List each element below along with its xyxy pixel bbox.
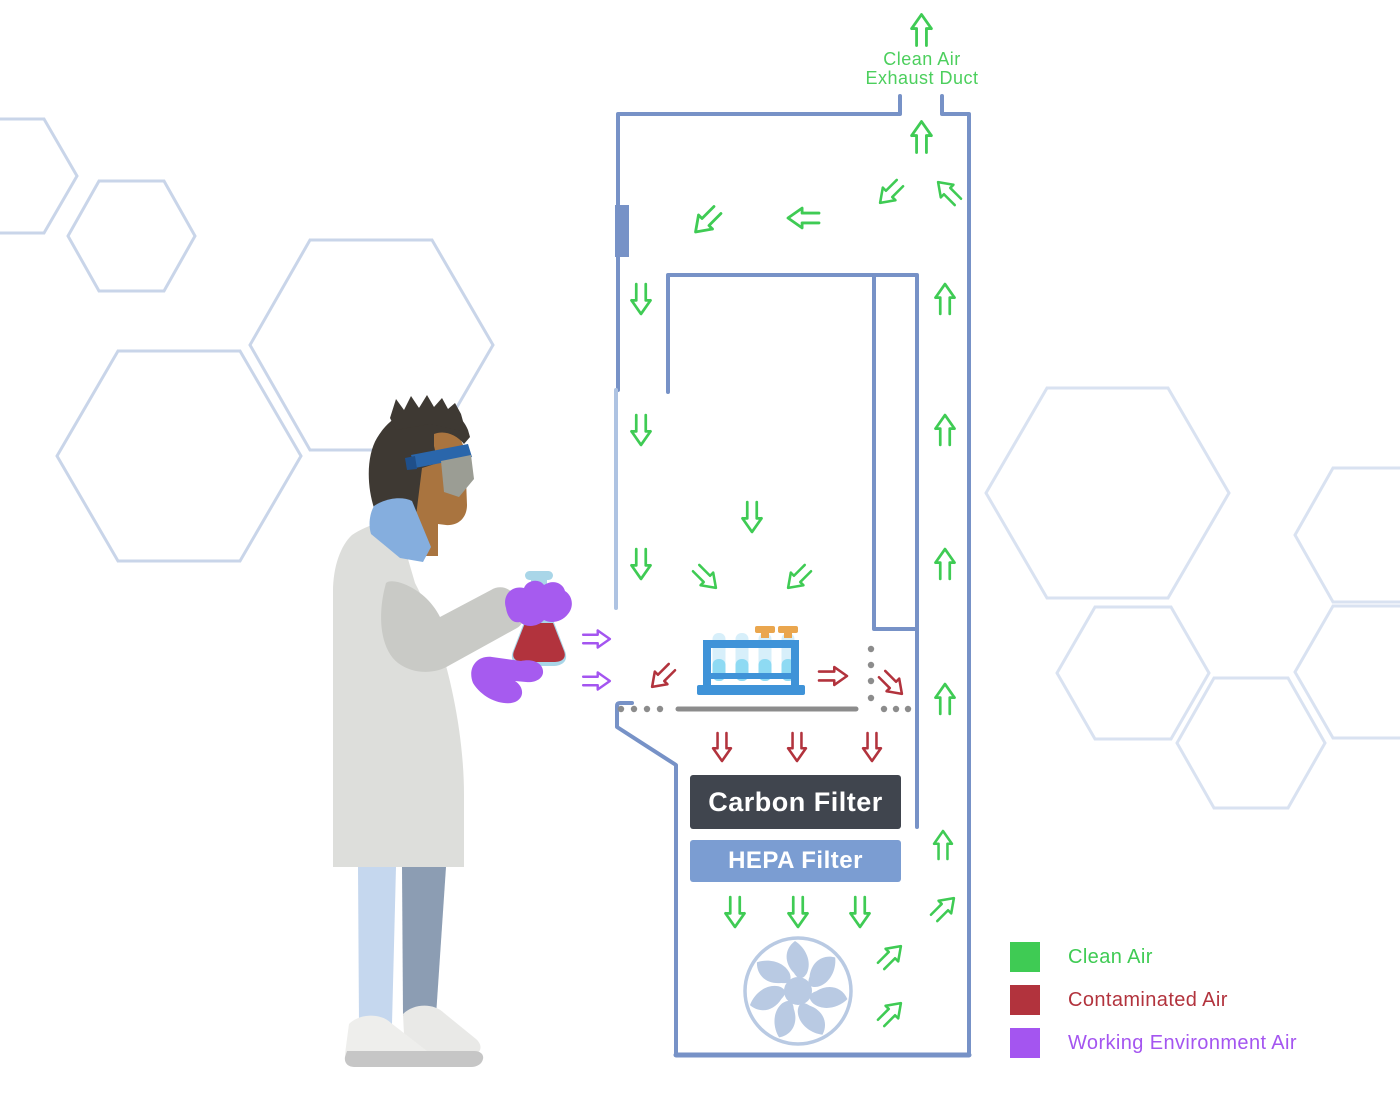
duct-label-line1: Clean Air xyxy=(883,49,961,69)
legend-label: Clean Air xyxy=(1068,946,1153,968)
carbon-filter-box: Carbon Filter xyxy=(690,775,901,829)
working-environment-air-swatch xyxy=(1010,1028,1040,1058)
scientist xyxy=(333,395,572,1067)
test-tube-rack-icon xyxy=(697,626,805,695)
leg-back xyxy=(402,867,446,1016)
cabinet-right-wall xyxy=(940,94,971,1057)
glove-upper xyxy=(505,580,572,626)
cabinet xyxy=(614,94,972,1058)
safety-goggles-lens xyxy=(441,455,474,497)
cabinet-lower-front xyxy=(615,701,678,1057)
legend-item-working-environment-air: Working Environment Air xyxy=(1010,1028,1297,1058)
leg-front xyxy=(358,867,396,1024)
inner-baffle xyxy=(666,273,919,829)
coat-sleeve xyxy=(381,581,524,672)
lab-coat xyxy=(333,518,464,867)
clean-air-swatch xyxy=(1010,942,1040,972)
safety-goggles-band xyxy=(411,444,472,468)
fan-icon xyxy=(743,936,853,1046)
hexagon-pattern xyxy=(0,117,1400,810)
contaminated-air-swatch xyxy=(1010,985,1040,1015)
legend-label: Working Environment Air xyxy=(1068,1032,1297,1054)
legend-item-contaminated-air: Contaminated Air xyxy=(1010,985,1297,1015)
duct-label-line2: Exhaust Duct xyxy=(865,68,979,88)
tube-caps xyxy=(755,626,798,638)
carbon-filter-label: Carbon Filter xyxy=(708,786,883,817)
hepa-filter-box: HEPA Filter xyxy=(690,840,901,882)
collar xyxy=(369,498,431,562)
legend-item-clean-air: Clean Air xyxy=(1010,942,1297,972)
shoe-back xyxy=(403,1005,481,1055)
goggles-end xyxy=(405,456,417,470)
flask-liquid xyxy=(513,623,565,662)
hair-spikes xyxy=(390,395,466,432)
clean-air-exhaust-duct-label: Clean Air Exhaust Duct xyxy=(842,50,1002,88)
rack-frame xyxy=(697,640,805,695)
legend: Clean Air Contaminated Air Working Envir… xyxy=(1010,942,1297,1071)
glove-lower xyxy=(471,656,544,704)
legend-label: Contaminated Air xyxy=(1068,989,1228,1011)
shoe-sole xyxy=(344,1051,484,1067)
hepa-filter-label: HEPA Filter xyxy=(728,847,863,874)
work-surface xyxy=(617,645,912,713)
sash-handle xyxy=(615,205,629,257)
cabinet-top-left-wall xyxy=(616,94,902,392)
